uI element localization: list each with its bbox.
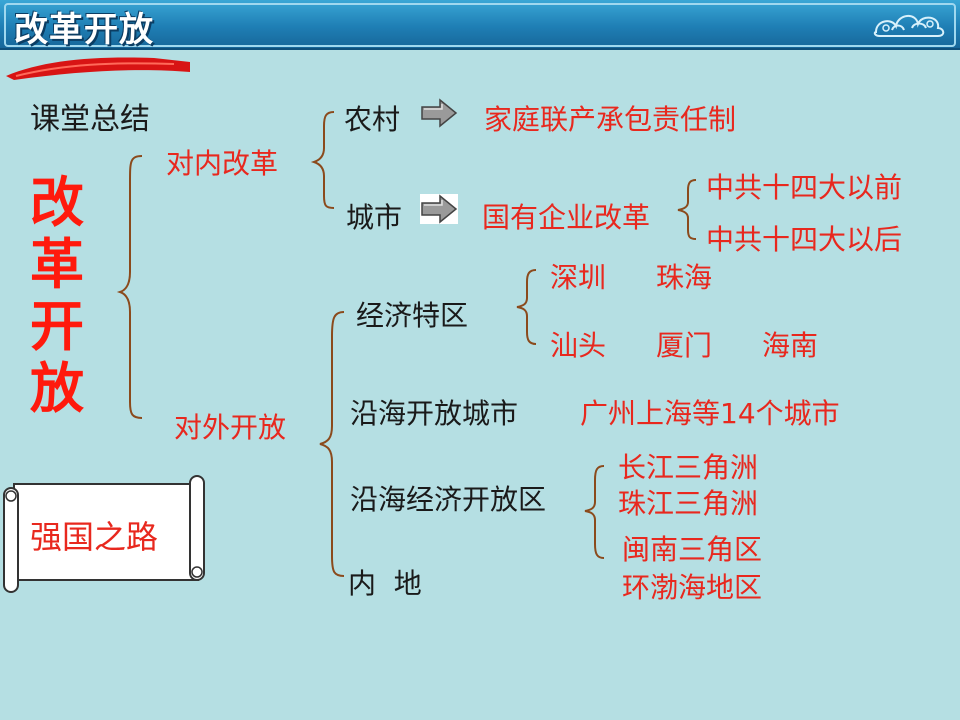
coastal-zone-item: 珠江三角洲 — [618, 487, 759, 520]
scroll-icon — [3, 475, 205, 593]
coastal-zones-brace — [584, 465, 605, 559]
red-ribbon-icon — [6, 57, 190, 80]
coastal-cities-label: 沿海开放城市 — [350, 397, 519, 430]
inland-label: 内 地 — [348, 567, 422, 600]
vertical-title: 改 革 开 放 — [22, 172, 92, 420]
inner-reform-label: 对内改革 — [166, 147, 279, 180]
urban-label: 城市 — [346, 201, 403, 234]
summary-label: 课堂总结 — [30, 102, 150, 137]
coastal-zone-item: 闽南三角区 — [622, 533, 763, 566]
coastal-zones-label: 沿海经济开放区 — [350, 483, 547, 516]
sez-city: 珠海 — [656, 261, 713, 294]
sez-brace — [516, 269, 537, 345]
title-bar: 改革开放 — [0, 0, 960, 50]
urban-phase-item: 中共十四大以后 — [706, 223, 903, 256]
scroll-label: 强国之路 — [30, 518, 159, 556]
main-brace — [116, 155, 143, 419]
opening-up-label: 对外开放 — [174, 411, 287, 444]
vertical-title-char: 改 — [30, 171, 84, 234]
opening-up-brace — [319, 311, 345, 577]
sez-city: 汕头 — [550, 329, 607, 362]
vertical-title-char: 开 — [30, 295, 84, 358]
urban-phases-brace — [677, 179, 697, 240]
rural-policy: 家庭联产承包责任制 — [484, 103, 737, 136]
sez-city: 厦门 — [656, 329, 713, 362]
vertical-title-char: 革 — [30, 233, 84, 296]
inner-reform-brace — [310, 111, 335, 209]
urban-policy: 国有企业改革 — [482, 201, 651, 234]
urban-phase-item: 中共十四大以前 — [706, 171, 903, 204]
slide-title: 改革开放 — [14, 10, 154, 50]
cloud-pattern-icon — [873, 15, 945, 37]
sez-city: 海南 — [762, 329, 819, 362]
coastal-zone-item: 环渤海地区 — [622, 571, 763, 604]
vertical-title-char: 放 — [30, 357, 84, 420]
sez-label: 经济特区 — [356, 299, 469, 332]
coastal-zone-item: 长江三角洲 — [618, 451, 759, 484]
arrow-right-icon — [421, 98, 458, 128]
coastal-cities-detail: 广州上海等14个城市 — [580, 397, 840, 430]
arrow-right-icon — [420, 194, 458, 224]
rural-label: 农村 — [344, 103, 401, 136]
title-bar-frame — [4, 3, 956, 47]
sez-city: 深圳 — [550, 261, 607, 294]
